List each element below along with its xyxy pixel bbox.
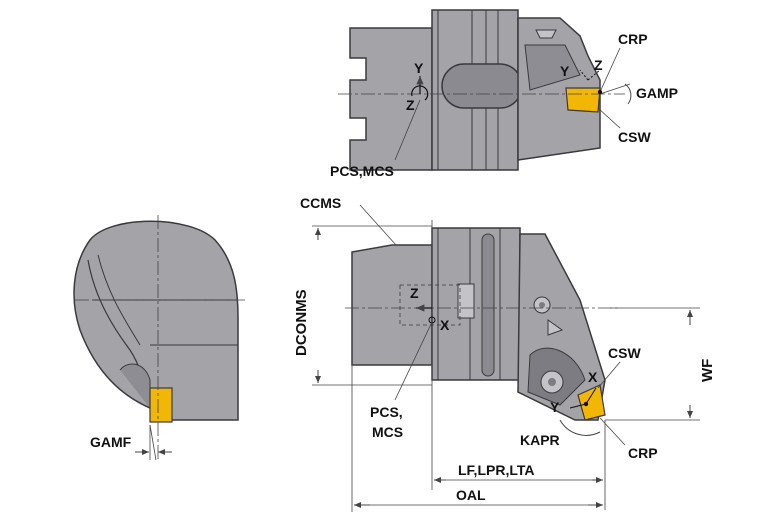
label-csw-top: CSW [618,129,651,145]
label-x-bottom: X [440,317,450,333]
top-view [338,9,632,171]
labels: CRP Z Y Y Z GAMP CSW PCS,MCS CCMS DCONMS… [90,31,716,503]
label-z-top-right: Z [594,57,603,73]
label-x-bottom-right: X [588,369,598,385]
top-shank [349,27,433,171]
side-insert [577,384,606,421]
label-crp-bottom: CRP [628,445,658,461]
side-flange [431,227,521,381]
front-insert [149,387,173,423]
label-pcs-mcs-top: PCS,MCS [330,163,394,179]
label-oal: OAL [456,487,486,503]
label-wf: WF [699,359,716,382]
label-pcs-bottom: PCS, [370,404,403,420]
label-csw-bottom: CSW [608,345,641,361]
label-dconms: DCONMS [293,289,310,356]
label-y-top-right: Y [560,63,570,79]
side-view [312,204,700,512]
top-slot [441,63,523,109]
label-lf-lpr-lta: LF,LPR,LTA [458,462,534,478]
front-body [73,220,239,421]
top-insert [565,87,601,113]
label-crp-top: CRP [618,31,648,47]
label-y-bottom-right: Y [550,399,560,415]
label-y-top-left: Y [414,60,424,76]
label-ccms: CCMS [300,195,341,211]
label-kapr: KAPR [520,432,560,448]
label-z-top-left: Z [406,97,415,113]
label-gamf: GAMF [90,434,132,450]
label-z-bottom: Z [410,285,419,301]
label-mcs-bottom: MCS [372,424,403,440]
front-view [73,215,245,461]
label-gamp: GAMP [636,85,678,101]
